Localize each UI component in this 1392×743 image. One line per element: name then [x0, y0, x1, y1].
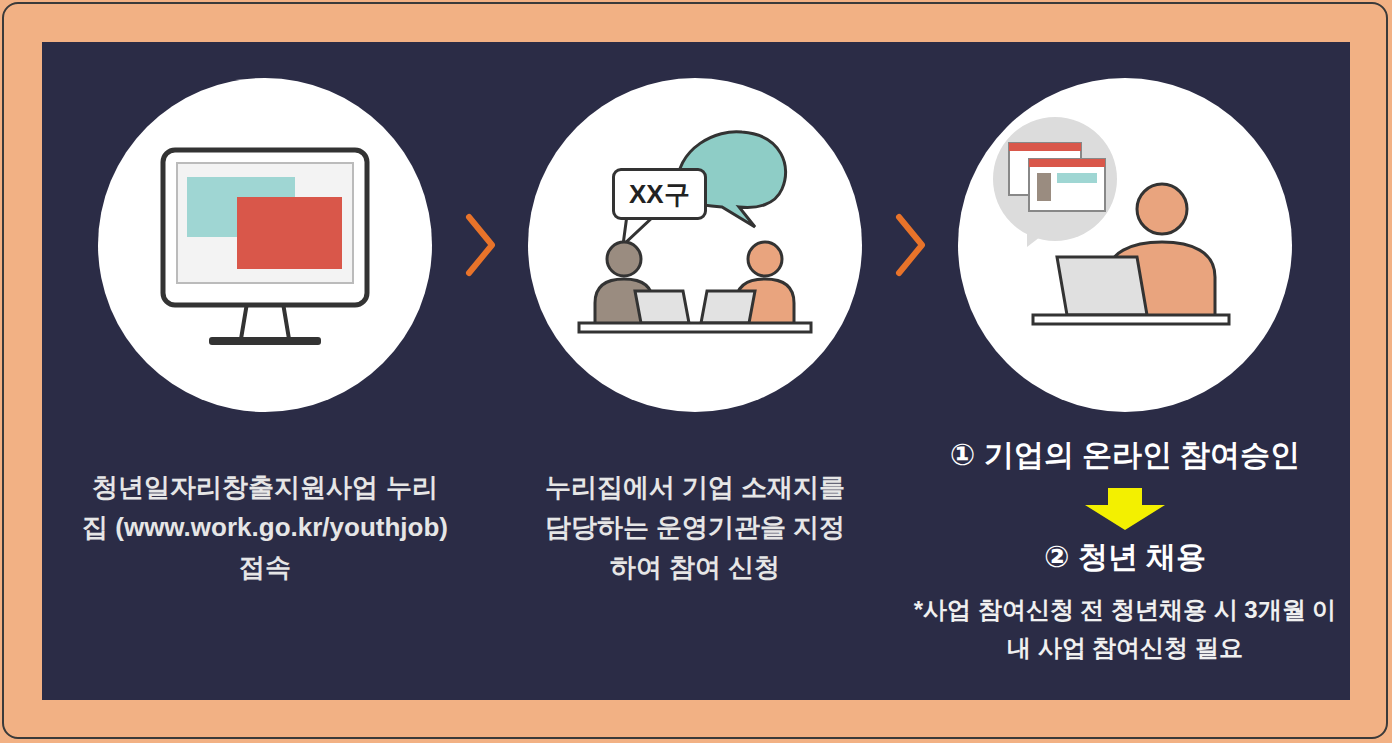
step-text: ① 기업의 온라인 참여승인: [905, 435, 1345, 475]
monitor-illustration: [97, 77, 433, 413]
yellow-down-arrow: [1085, 488, 1165, 530]
step-caption: 누리집에서 기업 소재지를 담당하는 운영기관을 지정하여 참여 신청: [535, 467, 855, 587]
step-text: 누리집에서 기업 소재지를 담당하는 운영기관을 지정하여 참여 신청: [535, 467, 855, 587]
step-circle: XX구: [527, 77, 863, 413]
step-caption: ① 기업의 온라인 참여승인 ② 청년 채용 *사업 참여신청 전 청년채용 시 3…: [905, 435, 1345, 667]
chevron-connector: [469, 217, 492, 273]
circle-outline: [527, 77, 863, 413]
step-node: 청년일자리창출지원사업 누리집 (www.work.go.kr/youthjob…: [35, 77, 495, 587]
step-node: XX구누리집에서 기업 소재지를 담당하는 운영기관을 지정하여 참여 신청: [465, 77, 925, 587]
step-node: ① 기업의 온라인 참여승인 ② 청년 채용 *사업 참여신청 전 청년채용 시 3…: [895, 77, 1355, 667]
step-circle: [957, 77, 1293, 413]
step-text: ② 청년 채용: [905, 537, 1345, 577]
step-caption: 청년일자리창출지원사업 누리집 (www.work.go.kr/youthjob…: [80, 467, 450, 587]
meeting-illustration: [527, 77, 863, 413]
speech-bubble: XX구: [612, 168, 707, 220]
chevron-connector: [899, 217, 922, 273]
bubble-text: XX구: [629, 177, 690, 211]
step-text: 청년일자리창출지원사업 누리집 (www.work.go.kr/youthjob…: [80, 467, 450, 587]
step-circle: [97, 77, 433, 413]
applicant-illustration: [957, 77, 1293, 413]
circle-outline: [957, 77, 1293, 413]
note-text: *사업 참여신청 전 청년채용 시 3개월 이내 사업 참여신청 필요: [905, 591, 1345, 667]
